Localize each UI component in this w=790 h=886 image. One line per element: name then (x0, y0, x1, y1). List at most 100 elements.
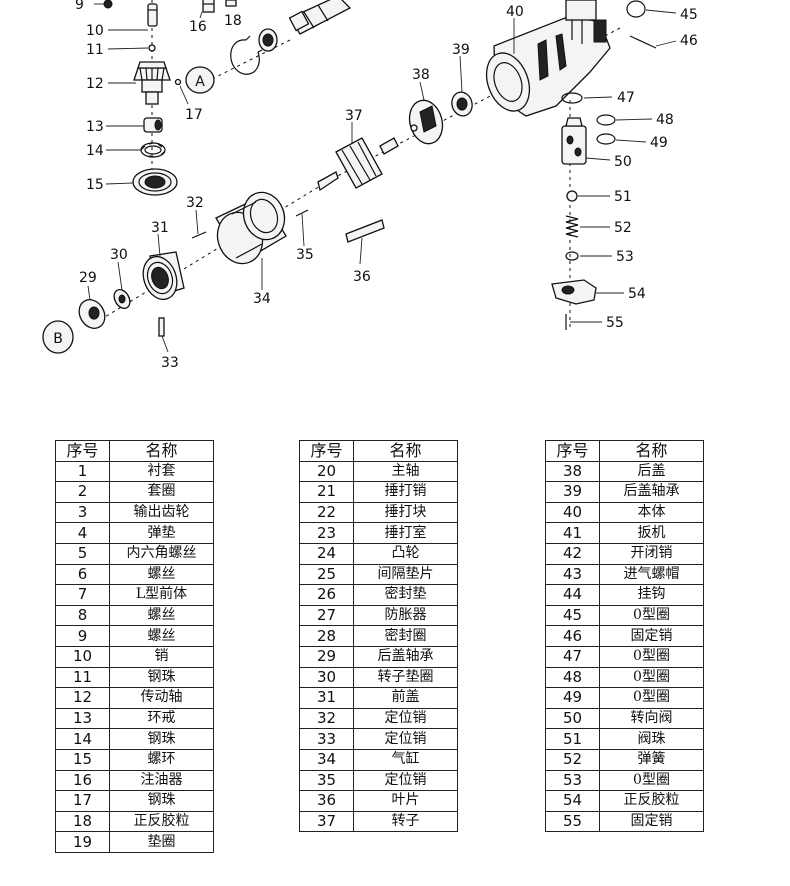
callout-47: 47 (617, 90, 635, 106)
callout-15: 15 (86, 177, 104, 193)
callout-53: 53 (616, 249, 634, 265)
part-12-drive-shaft (133, 61, 171, 105)
part-name-cell: 弹簧 (599, 748, 704, 771)
part-number-cell: 26 (299, 584, 354, 606)
part-number-cell: 43 (545, 563, 600, 586)
part-name-cell: 0型圈 (599, 687, 704, 709)
part-name-cell: 0型圈 (599, 666, 704, 689)
part-number-cell: 47 (545, 645, 600, 668)
callout-12: 12 (86, 76, 104, 92)
part-number-cell: 30 (299, 666, 354, 689)
part-name-cell: 螺丝 (109, 604, 214, 627)
part-name-cell: 捶打块 (353, 501, 458, 524)
part-47-o-ring (561, 92, 583, 104)
part-name-cell: 捶打室 (353, 522, 458, 544)
callout-40: 40 (506, 4, 524, 20)
part-name-cell: 钢珠 (109, 790, 214, 812)
part-number-cell: 35 (299, 769, 354, 792)
part-45-o-ring (626, 0, 646, 18)
part-number-cell: 49 (545, 687, 600, 709)
callout-33: 33 (161, 355, 179, 371)
callout-11: 11 (86, 42, 104, 58)
part-37-rotor (317, 137, 399, 192)
callout-48: 48 (656, 112, 674, 128)
part-48-o-ring (596, 114, 616, 126)
part-name-cell: 衬套 (109, 460, 214, 483)
header-name: 名称 (599, 440, 704, 462)
callout-31: 31 (151, 220, 169, 236)
part-53-o-ring (565, 251, 579, 261)
part-number-cell: 20 (299, 460, 354, 483)
part-number-cell: 3 (55, 501, 110, 524)
part-number-cell: 4 (55, 522, 110, 544)
callout-38: 38 (412, 67, 430, 83)
part-name-cell: L型前体 (109, 584, 214, 606)
part-name-cell: 销 (109, 645, 214, 668)
axis-line-front (209, 39, 291, 81)
table-header-row: 序号 名称 (55, 440, 214, 462)
part-name-cell: 垫圈 (109, 831, 214, 853)
callout-32: 32 (186, 195, 204, 211)
callout-29: 29 (79, 270, 97, 286)
part-name-cell: 0型圈 (599, 769, 704, 792)
exploded-view-diagram: A (42, 0, 698, 371)
part-number-cell: 42 (545, 542, 600, 565)
part-name-cell: 前盖 (353, 687, 458, 709)
part-name-cell: 开闭销 (599, 542, 704, 565)
part-number-cell: 32 (299, 707, 354, 730)
part-name-cell: 主轴 (353, 460, 458, 483)
marker-b-label: B (53, 331, 63, 347)
part-number-cell: 21 (299, 481, 354, 503)
callout-52: 52 (614, 220, 632, 236)
part-name-cell: 进气螺帽 (599, 563, 704, 586)
part-name-cell: 凸轮 (353, 542, 458, 565)
part-number-cell: 23 (299, 522, 354, 544)
part-number-cell: 1 (55, 460, 110, 483)
part-number-cell: 16 (55, 769, 110, 792)
callout-50: 50 (614, 154, 632, 170)
part-washer-19 (258, 28, 278, 52)
part-name-cell: 钢珠 (109, 666, 214, 689)
part-number-cell: 54 (545, 790, 600, 812)
part-36-blade (345, 219, 385, 243)
callout-10: 10 (86, 23, 104, 39)
part-51-valve-ball (566, 190, 578, 202)
part-number-cell: 38 (545, 460, 600, 483)
part-name-cell: 注油器 (109, 769, 214, 792)
part-13-ring (143, 117, 163, 133)
part-number-cell: 6 (55, 563, 110, 586)
part-name-cell: 后盖轴承 (599, 481, 704, 503)
part-33-pin (158, 317, 165, 337)
part-name-cell: 捶打销 (353, 481, 458, 503)
part-name-cell: 内六角螺丝 (109, 542, 214, 565)
callout-34: 34 (253, 291, 271, 307)
part-number-cell: 19 (55, 831, 110, 853)
header-num: 序号 (299, 440, 354, 462)
part-number-cell: 29 (299, 645, 354, 668)
part-name-cell: 间隔垫片 (353, 563, 458, 586)
